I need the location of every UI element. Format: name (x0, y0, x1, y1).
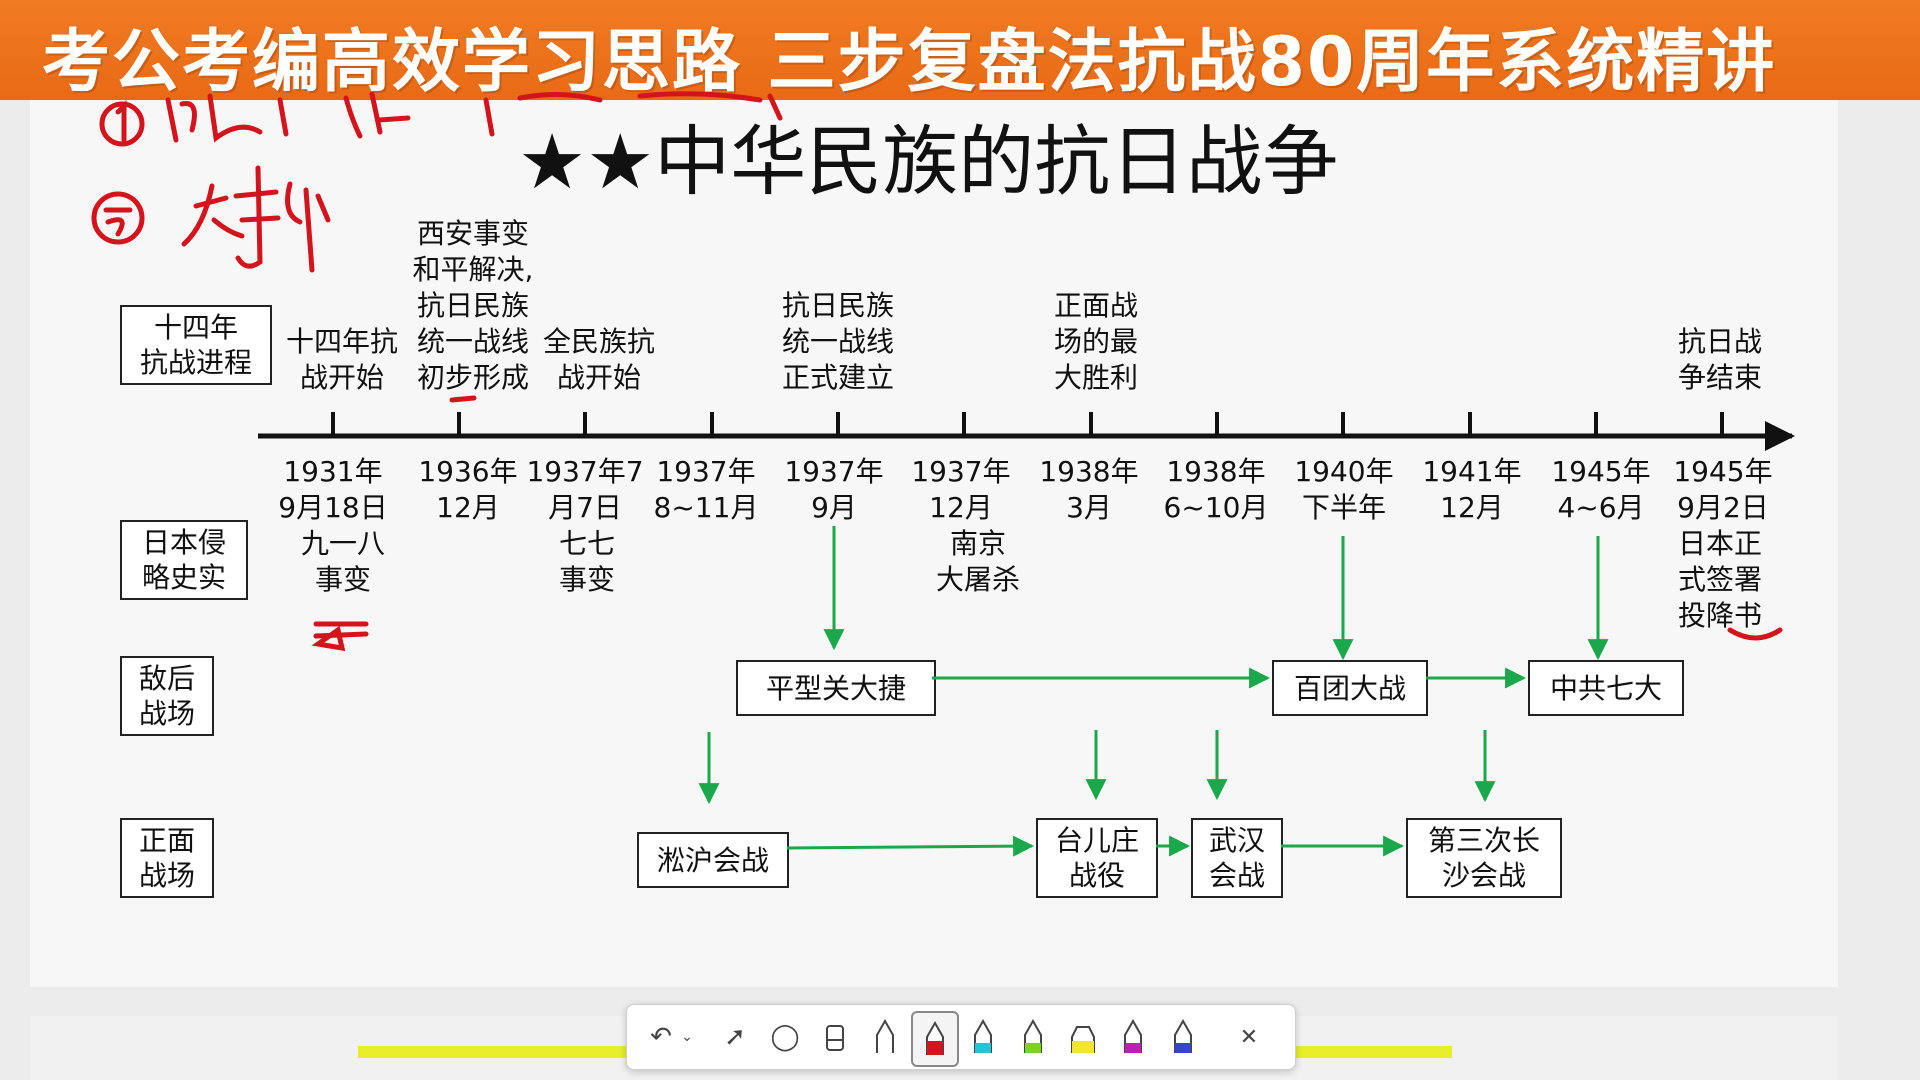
close-icon[interactable]: ✕ (1239, 1024, 1259, 1050)
timeline-date: 1937年 9月 (784, 455, 884, 524)
row-label-process: 十四年 抗战进程 (120, 305, 272, 385)
pointer-icon[interactable]: ➚ (724, 1022, 746, 1052)
event-box-songhu: 淞沪会战 (637, 832, 789, 888)
slide-title: ★★中华民族的抗日战争 (518, 117, 1339, 206)
lasso-icon[interactable]: ◯ (770, 1022, 800, 1052)
event-box-changsha: 第三次长 沙会战 (1406, 818, 1562, 898)
aggression-event: 日本正 式签署 投降书 (1677, 527, 1762, 632)
event-box-taierzhuang: 台儿庄 战役 (1036, 818, 1158, 898)
row-label-aggression: 日本侵 略史实 (120, 520, 248, 600)
process-label: 抗日民族 统一战线 正式建立 (781, 289, 894, 394)
aggression-event: 九一八 事变 (300, 527, 385, 596)
handwriting-annotation (91, 91, 1783, 652)
timeline-date: 1940年 下半年 (1294, 455, 1394, 524)
event-box-baituan: 百团大战 (1272, 660, 1428, 716)
pen-black-icon[interactable] (863, 1011, 907, 1063)
process-label: 西安事变 和平解决, 抗日民族 统一战线 初步形成 (412, 217, 534, 394)
timeline-date: 1931年 9月18日 (278, 455, 388, 524)
aggression-event: 七七 事变 (558, 527, 615, 596)
process-label: 全民族抗 战开始 (542, 325, 655, 394)
timeline-date: 1945年 9月2日 (1673, 455, 1773, 524)
banner-title: 考公考编高效学习思路 三步复盘法抗战80周年系统精讲 (42, 23, 1777, 102)
pen-cyan-icon[interactable] (961, 1011, 1005, 1063)
timeline-axis (258, 412, 1795, 451)
event-box-wuhan: 武汉 会战 (1191, 818, 1283, 898)
timeline-date: 1937年 8~11月 (653, 455, 759, 524)
aggression-event: 南京 大屠杀 (935, 527, 1020, 596)
timeline-date: 1938年 3月 (1039, 455, 1139, 524)
event-box-pingxingguan: 平型关大捷 (736, 660, 936, 716)
undo-icon[interactable]: ↶ (650, 1022, 672, 1052)
row-label-frontal: 正面 战场 (120, 818, 214, 898)
pen-purple-icon[interactable] (1111, 1011, 1155, 1063)
chevron-down-icon[interactable]: ⌄ (681, 1029, 693, 1045)
timeline-date: 1937年 12月 (911, 455, 1011, 524)
pen-red-icon[interactable] (911, 1011, 959, 1067)
process-label: 正面战 场的最 大胜利 (1053, 289, 1138, 394)
pen-blue-icon[interactable] (1161, 1011, 1205, 1063)
event-box-qida: 中共七大 (1528, 660, 1684, 716)
timeline-date: 1936年 12月 (418, 455, 518, 524)
timeline-date: 1938年 6~10月 (1163, 455, 1269, 524)
row-label-enemy-rear: 敌后 战场 (120, 656, 214, 736)
process-label: 十四年抗 战开始 (285, 325, 398, 394)
timeline-date: 1945年 4~6月 (1551, 455, 1651, 524)
drawing-toolbar: ↶ ⌄ ➚ ◯ ✕ (626, 1004, 1296, 1070)
timeline-date: 1937年7 月7日 (526, 455, 644, 524)
process-label: 抗日战 争结束 (1677, 325, 1762, 394)
green-arrows (698, 526, 1609, 857)
eraser-icon[interactable] (813, 1011, 857, 1063)
highlighter-yellow-icon[interactable] (1061, 1011, 1105, 1063)
timeline-date: 1941年 12月 (1422, 455, 1522, 524)
pen-green-icon[interactable] (1011, 1011, 1055, 1063)
banner: 考公考编高效学习思路 三步复盘法抗战80周年系统精讲 (0, 0, 1920, 102)
